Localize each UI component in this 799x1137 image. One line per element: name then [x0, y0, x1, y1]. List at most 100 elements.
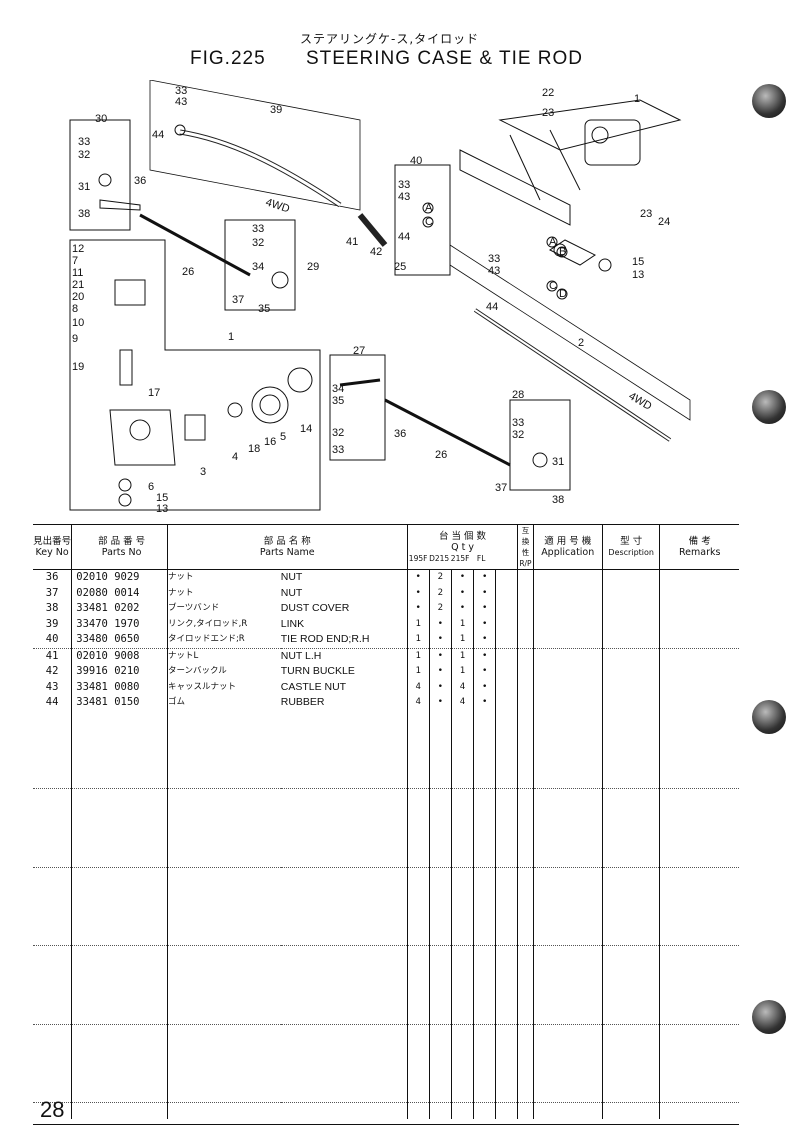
empty-cell: [71, 867, 168, 883]
empty-cell: [532, 804, 603, 820]
empty-cell: [281, 977, 407, 993]
svg-text:33: 33: [488, 253, 500, 265]
qty-d215: •: [428, 695, 452, 711]
parts-no: 33481 0150: [71, 695, 168, 711]
empty-cell: [532, 851, 603, 868]
svg-text:33: 33: [252, 223, 264, 235]
empty-cell: [406, 883, 430, 899]
empty-cell: [450, 914, 474, 930]
svg-text:D: D: [559, 288, 567, 300]
empty-cell: [406, 1102, 430, 1119]
empty-cell: [33, 742, 72, 758]
svg-text:36: 36: [394, 428, 406, 440]
table-row: [33, 741, 739, 758]
empty-cell: [281, 757, 407, 773]
empty-cell: [428, 835, 452, 851]
empty-cell: [473, 772, 496, 789]
empty-cell: [532, 1086, 603, 1103]
empty-cell: [450, 788, 474, 805]
empty-cell: [517, 961, 533, 977]
empty-cell: [428, 898, 452, 914]
figure-title: FIG.225 STEERING CASE & TIE ROD: [190, 48, 583, 70]
empty-cell: [71, 788, 168, 805]
empty-cell: [532, 883, 603, 899]
empty-cell: [71, 992, 168, 1008]
empty-cell: [601, 788, 660, 805]
empty-cell: [601, 757, 660, 773]
table-row: [33, 1040, 739, 1056]
parts-no: 33481 0202: [71, 601, 168, 617]
empty-cell: [473, 788, 496, 805]
empty-cell: [532, 710, 603, 726]
empty-cell: [532, 679, 603, 695]
empty-cell: [166, 1071, 281, 1087]
empty-cell: [601, 1102, 660, 1119]
empty-cell: [406, 804, 430, 820]
empty-cell: [450, 835, 474, 851]
empty-cell: [33, 1024, 72, 1040]
empty-cell: [532, 616, 603, 632]
svg-text:28: 28: [512, 389, 524, 401]
key-no: 36: [45, 571, 59, 583]
svg-text:37: 37: [495, 482, 507, 494]
empty-cell: [517, 929, 533, 946]
empty-cell: [406, 867, 430, 883]
empty-cell: [473, 945, 496, 962]
empty-cell: [33, 1086, 72, 1103]
empty-cell: [71, 741, 168, 757]
svg-text:10: 10: [72, 317, 84, 329]
parts-name: LINK: [280, 617, 305, 630]
empty-cell: [450, 977, 474, 993]
empty-cell: [166, 1024, 281, 1040]
empty-cell: [166, 945, 281, 962]
empty-cell: [532, 820, 603, 836]
empty-cell: [601, 945, 660, 962]
empty-cell: [495, 1024, 518, 1040]
empty-cell: [450, 1086, 474, 1103]
empty-cell: [659, 820, 739, 836]
empty-cell: [517, 741, 533, 757]
svg-text:18: 18: [248, 443, 260, 455]
parts-name: NUT: [280, 571, 303, 583]
empty-cell: [532, 648, 603, 664]
empty-cell: [517, 914, 533, 930]
table-row: [33, 804, 739, 820]
empty-cell: [495, 820, 518, 836]
empty-cell: [280, 772, 408, 789]
empty-cell: [495, 632, 518, 649]
parts-no: 02010 9029: [71, 569, 168, 586]
qty-fl: •: [473, 695, 496, 711]
empty-cell: [428, 1071, 452, 1087]
svg-text:35: 35: [258, 303, 270, 315]
empty-cell: [281, 1071, 407, 1087]
empty-cell: [450, 945, 474, 962]
empty-cell: [450, 898, 474, 914]
table-row: [33, 1071, 739, 1087]
svg-text:34: 34: [332, 383, 344, 395]
empty-cell: [601, 741, 660, 757]
qty-fl: •: [473, 632, 496, 649]
empty-cell: [495, 851, 518, 868]
parts-no: 39916 0210: [71, 664, 168, 680]
svg-text:3: 3: [200, 466, 206, 478]
empty-cell: [659, 585, 739, 601]
parts-name-jp: ナットL: [166, 648, 281, 664]
empty-cell: [281, 789, 407, 805]
empty-cell: [450, 961, 474, 977]
svg-text:33: 33: [398, 179, 410, 191]
qty-col-fl: FL: [476, 553, 486, 563]
header-interchange-en: R/P: [519, 559, 532, 568]
empty-cell: [532, 569, 603, 586]
empty-cell: [532, 757, 603, 773]
empty-cell: [428, 741, 452, 757]
qty-195f: 1: [406, 632, 430, 649]
empty-cell: [71, 977, 168, 993]
parts-name: RUBBER: [280, 696, 325, 708]
empty-cell: [532, 929, 603, 946]
empty-cell: [166, 804, 281, 820]
empty-cell: [450, 772, 474, 789]
empty-cell: [495, 804, 518, 820]
empty-cell: [659, 883, 739, 899]
empty-cell: [33, 977, 72, 993]
